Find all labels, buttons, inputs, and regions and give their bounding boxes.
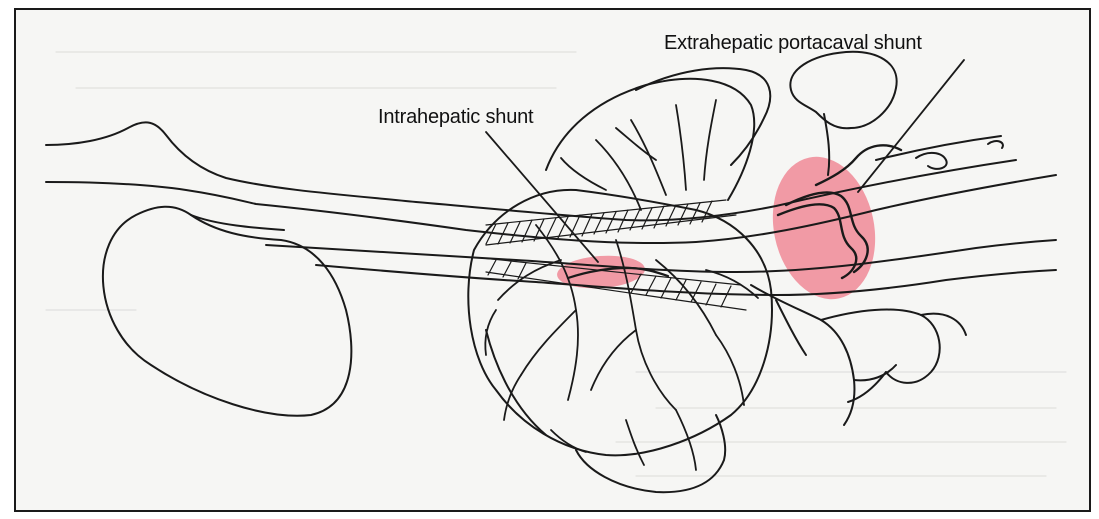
- label-leader-lines: [16, 10, 1089, 510]
- extrahepatic-leader-line: [858, 60, 964, 192]
- intrahepatic-leader-line: [486, 132, 598, 262]
- diagram-frame: Extrahepatic portacaval shunt Intrahepat…: [14, 8, 1091, 512]
